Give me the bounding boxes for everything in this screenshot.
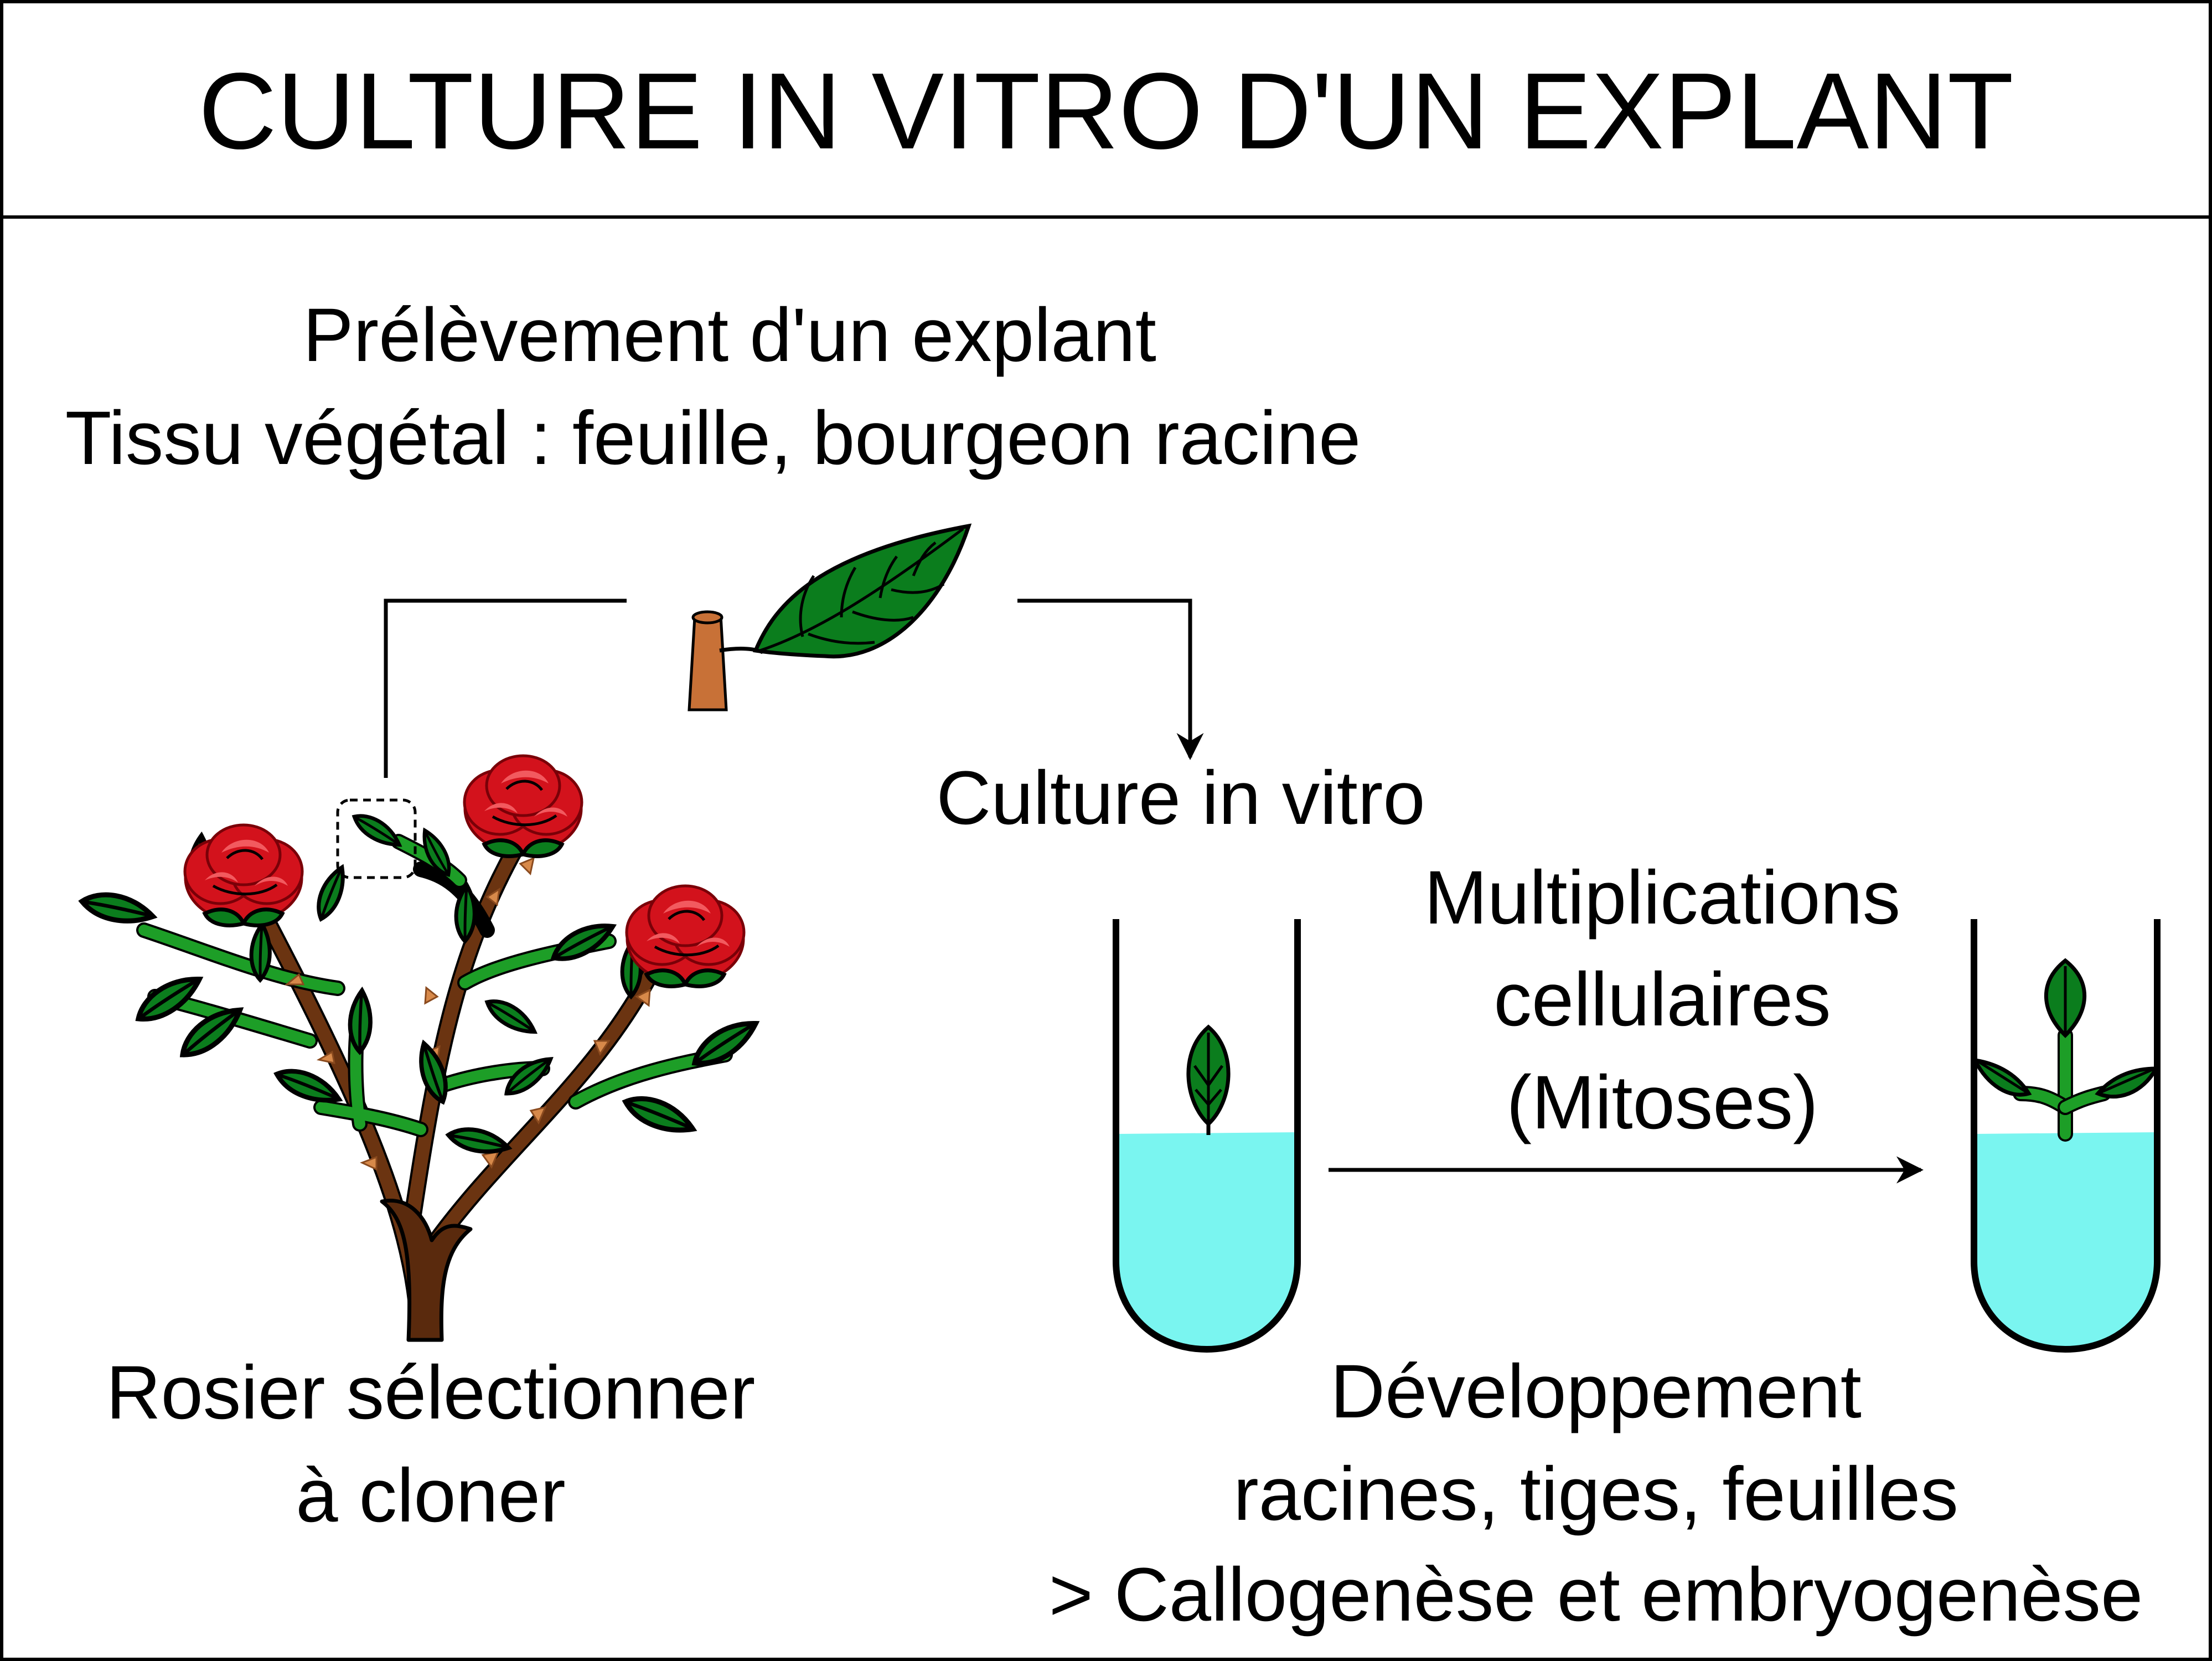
test-tube-developed-icon	[1971, 919, 2161, 1353]
step1-line1: Prélèvement d'un explant	[303, 293, 1156, 378]
connector-right-arrow	[1017, 599, 1204, 760]
process-line2: cellulaires	[1493, 957, 1831, 1042]
result-line2: racines, tiges, feuilles	[1233, 1452, 1958, 1536]
page-title: CULTURE IN VITRO D'UN EXPLANT	[198, 50, 2013, 172]
result-line1: Développement	[1330, 1349, 1862, 1434]
result-line3: > Callogenèse et embryogenèse	[1049, 1552, 2143, 1637]
rose-bush-icon	[80, 756, 763, 1342]
step1-line2: Tissu végétal : feuille, bourgeon racine	[65, 396, 1361, 481]
plant-caption-line2: à cloner	[296, 1453, 565, 1538]
process-line3: (Mitoses)	[1506, 1060, 1818, 1145]
explant-leaf-icon	[688, 523, 972, 711]
test-tube-initial-icon	[1113, 919, 1301, 1353]
plant-caption-line1: Rosier sélectionner	[106, 1350, 756, 1435]
connector-left-line	[384, 599, 627, 778]
selected-leaf-box	[336, 798, 417, 879]
culture-in-vitro-label: Culture in vitro	[936, 756, 1425, 840]
process-line1: Multiplications	[1424, 855, 1900, 940]
